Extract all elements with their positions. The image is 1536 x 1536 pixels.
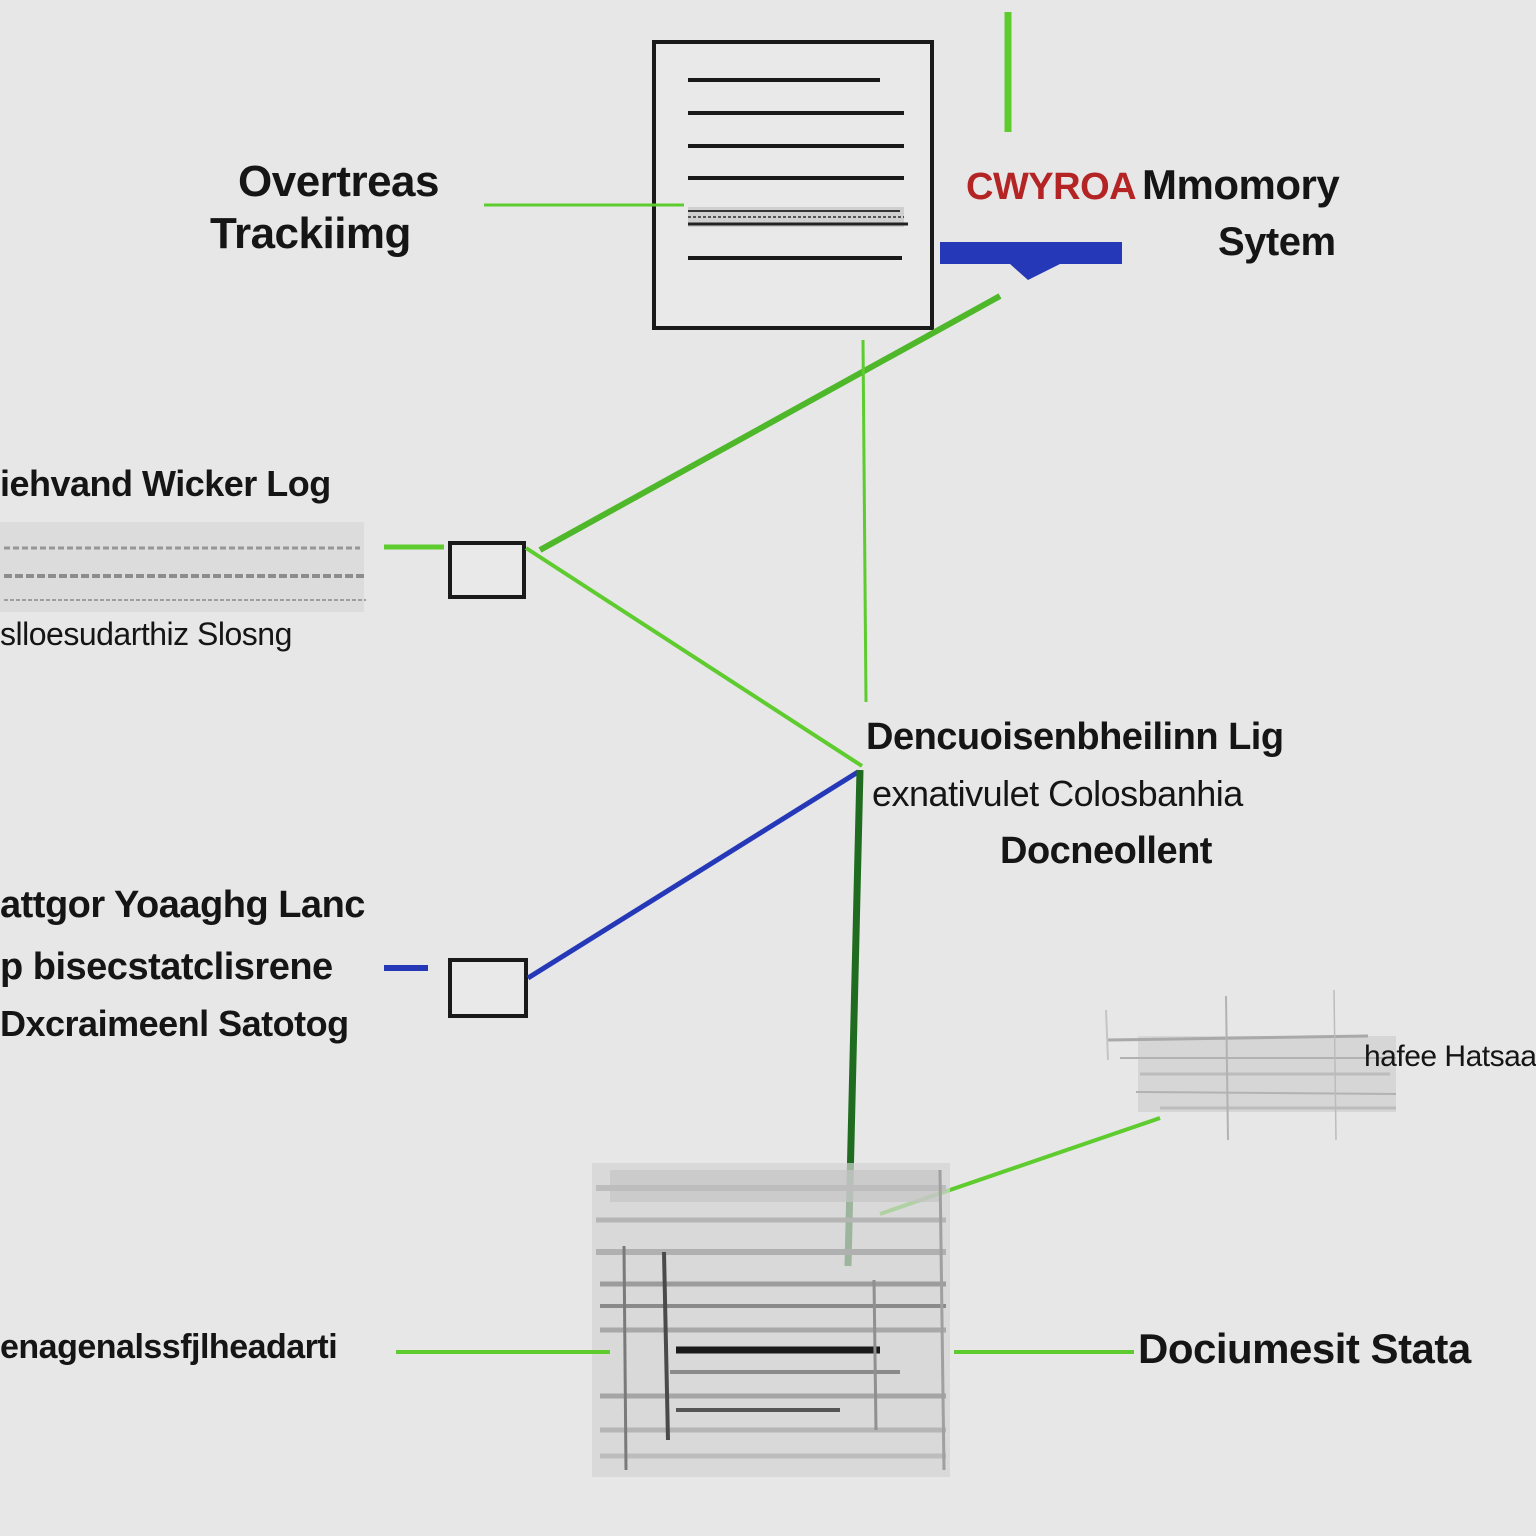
memory-blue-tab	[940, 242, 1122, 280]
worker-log-title: iehvand Wicker Log	[0, 463, 331, 504]
overtreas-label: Overtreas	[238, 157, 439, 206]
worker-log-scribble	[0, 522, 366, 612]
document-log-line-1: Dencuoisenbheilinn Lig	[866, 716, 1284, 758]
sketch-upper-right	[1105, 989, 1397, 1141]
worker-log-subtitle: slloesudarthiz Slosng	[0, 616, 292, 652]
yoading-line-1: attgor Yoaaghg Lanc	[0, 884, 365, 926]
worker-node-box	[448, 541, 526, 599]
memory-label: Mmomory	[1142, 161, 1340, 208]
yoading-node-box	[448, 958, 528, 1018]
system-label: Sytem	[1218, 220, 1336, 264]
bottom-left-label: enagenalssfjlheadarti	[0, 1328, 338, 1366]
document-box	[652, 40, 934, 330]
document-log-line-2: exnativulet Colosbanhia	[872, 773, 1243, 814]
yoading-to-hub-connector	[526, 769, 860, 981]
box-to-doclog-connector	[861, 339, 868, 703]
bottom-right-label: Dociumesit Stata	[1138, 1325, 1471, 1372]
worker-to-hub-connector	[524, 546, 864, 768]
server-stack	[592, 1163, 950, 1477]
document-log-line-3: Docneollent	[1000, 830, 1212, 872]
cwyroa-label: CWYROA	[966, 166, 1137, 208]
tracking-label: Trackiimg	[210, 209, 411, 258]
yoading-line-2: p bisecstatclisrene	[0, 946, 333, 988]
haf-label: hafee Hatsaa	[1364, 1040, 1536, 1073]
memory-to-worker-connector	[538, 293, 1002, 553]
yoading-line-3: Dxcraimeenl Satotog	[0, 1003, 349, 1044]
